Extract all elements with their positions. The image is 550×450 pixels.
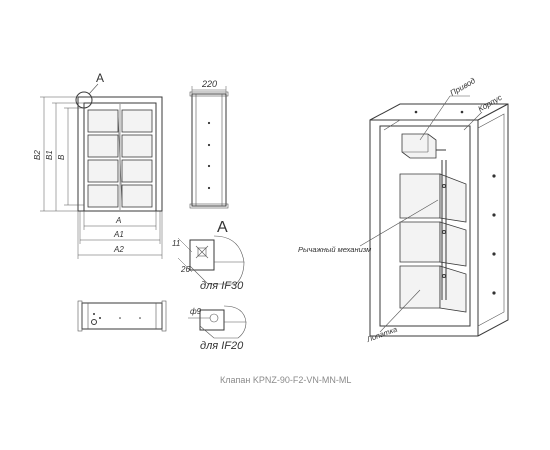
label-if20: для IF20: [200, 340, 244, 352]
dim-a2: A2: [113, 245, 124, 254]
detail-a-title: A: [217, 219, 228, 236]
label-body: Корпус: [477, 93, 504, 114]
dim-f9: ф9: [190, 307, 202, 316]
dim-11: 11: [172, 239, 180, 248]
front-view: A B2 B1 B A A1 A2: [33, 71, 163, 259]
top-outline: [81, 302, 163, 330]
side-outline: [191, 93, 227, 207]
top-view: [77, 300, 167, 332]
iso-view: Привод Корпус Рычажный механизм Лопатка: [298, 76, 509, 344]
dim-b2: B2: [33, 150, 42, 160]
detail-a: A 11 26 для IF30 ф9 для IF20: [172, 219, 247, 352]
iso-lever: [441, 160, 447, 300]
iso-opening: [379, 125, 471, 327]
detail-if30-corner: [189, 239, 215, 271]
dim-26: 26: [180, 265, 190, 274]
side-view: 220: [189, 79, 229, 209]
front-blades: [87, 104, 153, 210]
dim-220: 220: [201, 79, 217, 89]
label-if30: для IF30: [200, 280, 244, 292]
drawing-caption: Клапан KPNZ-90-F2-VN-MN-ML: [220, 375, 351, 385]
iso-housing-outline: [369, 103, 509, 337]
iso-drive: [401, 133, 437, 159]
dim-b1: B1: [45, 150, 54, 160]
label-drive: Привод: [449, 76, 478, 98]
dim-a1: A1: [113, 230, 124, 239]
detail-if20-corner: [199, 309, 225, 331]
dim-a: A: [115, 216, 121, 225]
detail-marker-a: A: [96, 71, 104, 85]
label-lever: Рычажный механизм: [298, 245, 371, 254]
dim-b: B: [57, 154, 66, 160]
front-body-outline: [83, 102, 157, 212]
iso-blades: [399, 173, 467, 313]
